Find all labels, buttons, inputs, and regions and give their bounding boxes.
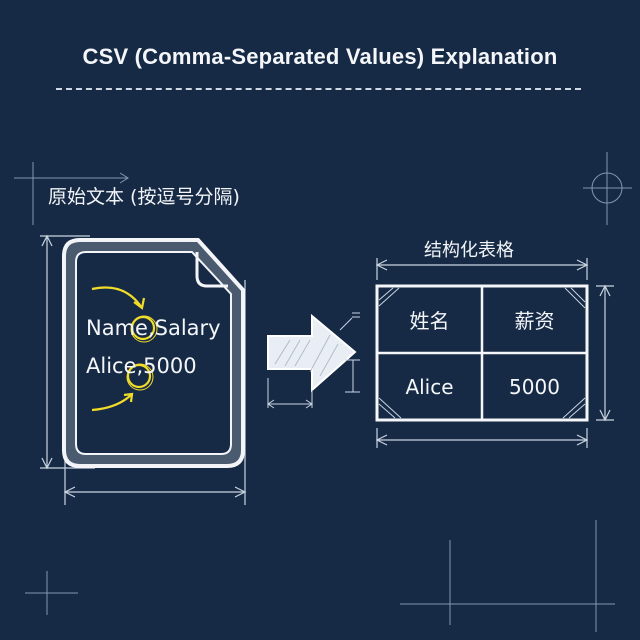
table-header-name: 姓名 — [409, 309, 450, 333]
csv-line-data: Alice,5000 — [86, 354, 197, 378]
structured-table-label: 结构化表格 — [424, 240, 514, 261]
table-cell-salary: 5000 — [509, 374, 560, 399]
document-icon — [62, 238, 245, 468]
crosshair-icon — [14, 152, 632, 632]
table-header-salary: 薪资 — [514, 309, 555, 333]
arrow-right-icon — [267, 312, 360, 409]
csv-line-header: Name,Salary — [86, 316, 221, 340]
page-title: CSV (Comma-Separated Values) Explanation — [82, 44, 558, 69]
comma-highlight — [91, 286, 158, 412]
table-dimension-lines — [375, 258, 614, 448]
table-cell-name: Alice — [405, 374, 454, 399]
table-grid — [375, 284, 589, 422]
title-divider — [56, 88, 581, 90]
raw-text-label: 原始文本 (按逗号分隔) — [48, 186, 240, 208]
